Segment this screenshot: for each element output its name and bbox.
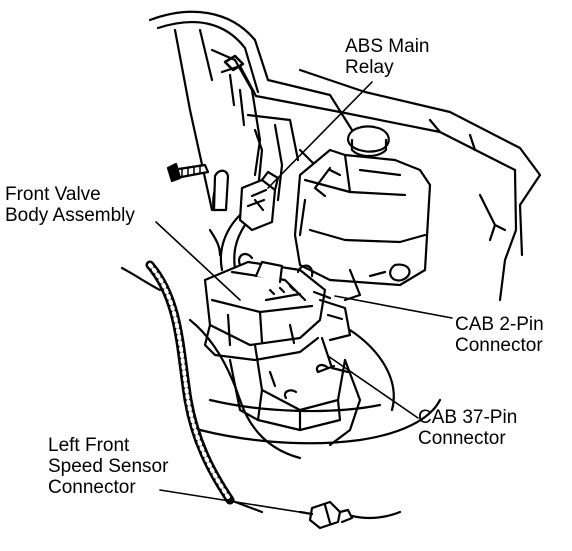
cab-2pin-label: CAB 2-Pin Connector xyxy=(455,314,544,356)
left-front-speed-sensor-label-line1: Left Front xyxy=(48,435,130,456)
cab-2pin-label-line1: CAB 2-Pin xyxy=(455,314,544,335)
front-valve-body-label-line1: Front Valve xyxy=(5,184,101,205)
abs-main-relay xyxy=(238,170,280,232)
left-front-speed-sensor-label-line3: Connector xyxy=(48,477,136,498)
left-front-speed-sensor-label-line2: Speed Sensor xyxy=(48,456,169,477)
cab-37pin-label-line2: Connector xyxy=(418,428,506,449)
leader-lines xyxy=(155,81,453,515)
abs-main-relay-label-line2: Relay xyxy=(345,57,394,78)
front-valve-body-assembly xyxy=(203,252,332,362)
cab-2pin-label-line2: Connector xyxy=(455,335,543,356)
abs-main-relay-label-line1: ABS Main xyxy=(345,36,430,57)
fluid-reservoir xyxy=(293,125,432,302)
front-valve-body-label: Front Valve Body Assembly xyxy=(5,184,135,226)
wiring-harness-conduit xyxy=(120,260,442,514)
abs-main-relay-label: ABS Main Relay xyxy=(345,36,429,78)
cab-connectors xyxy=(316,298,352,374)
left-front-speed-sensor-label: Left Front Speed Sensor Connector xyxy=(48,435,168,498)
front-valve-body-label-line2: Body Assembly xyxy=(5,205,135,226)
mounting-bolt xyxy=(166,162,210,183)
vehicle-body-structure xyxy=(148,10,542,302)
cab-37pin-label-line1: CAB 37-Pin xyxy=(418,407,518,428)
cab-37pin-label: CAB 37-Pin Connector xyxy=(418,407,517,449)
speed-sensor-connector xyxy=(298,500,402,530)
